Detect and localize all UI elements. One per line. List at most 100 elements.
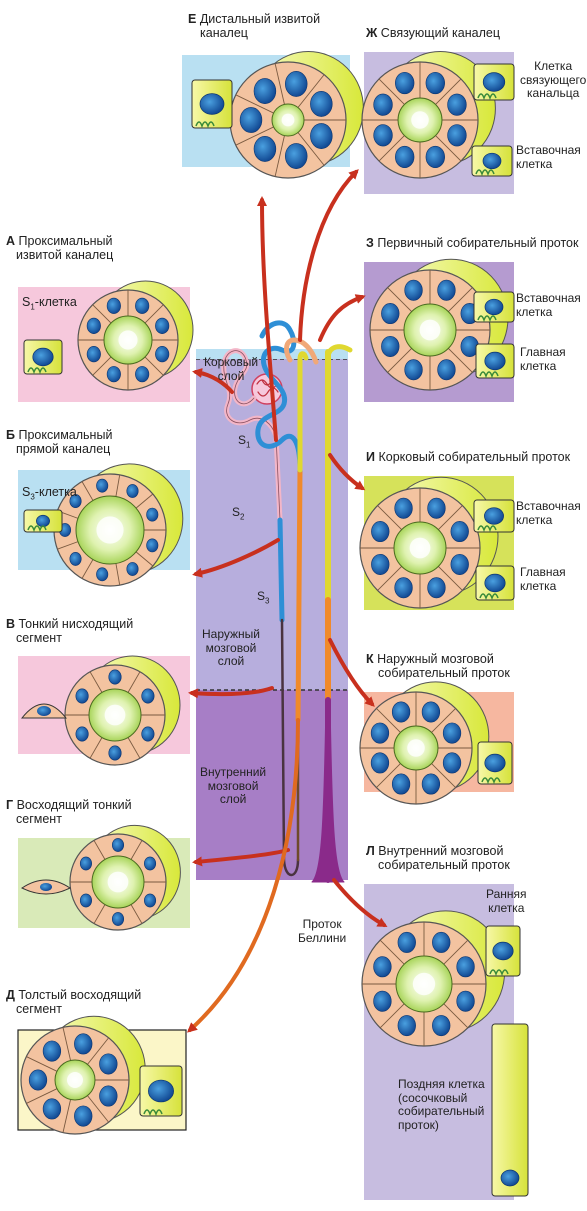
nucleus <box>43 1099 61 1119</box>
nucleus <box>485 754 505 772</box>
nucleus <box>76 727 88 741</box>
cell-zh-intercalated <box>472 146 512 176</box>
nucleus <box>148 1080 173 1102</box>
cell-z-principal <box>476 344 514 378</box>
panel-a-cell-label: S1-клетка <box>22 295 77 315</box>
nucleus <box>501 1170 519 1186</box>
panel-i-cell1-label: Вставочнаяклетка <box>516 500 581 527</box>
nucleus <box>374 957 392 977</box>
nucleus <box>398 1015 416 1035</box>
panel-b-cell-label: S3-клетка <box>22 485 77 505</box>
nucleus <box>109 670 121 684</box>
nucleus <box>438 280 456 300</box>
nucleus <box>155 318 169 334</box>
nucleus <box>371 554 389 574</box>
proximal-straight-tubule <box>280 520 282 620</box>
nucleus <box>135 298 149 314</box>
nucleus <box>99 1086 117 1106</box>
nucleus <box>254 78 276 103</box>
panel-zh-title: Ж Связующий каналец <box>366 26 500 40</box>
nucleus <box>109 746 121 760</box>
nucleus <box>381 303 399 323</box>
nucleus <box>457 991 475 1011</box>
nucleus <box>285 71 307 96</box>
nucleus <box>127 484 138 497</box>
nucleus <box>381 336 399 356</box>
nucleus <box>74 1034 92 1054</box>
nucleus <box>395 578 413 598</box>
nucleus <box>155 346 169 362</box>
nucleus <box>438 360 456 380</box>
nucleus <box>443 723 461 743</box>
nucleus <box>310 91 332 116</box>
segment-s3-label: S3 <box>257 590 269 608</box>
nucleus <box>74 1106 92 1126</box>
cell-z-intercalated <box>474 292 514 322</box>
panel-zh-cell1-label: Клеткасвязующегоканальца <box>520 60 586 101</box>
cell-b-s3 <box>24 510 62 532</box>
nucleus <box>254 136 276 161</box>
cell-zh-connecting <box>474 64 514 100</box>
segment-s2-label: S2 <box>232 506 244 524</box>
panel-l-title: Л Внутренний мозговойсобирательный прото… <box>366 844 510 872</box>
nucleus <box>144 894 155 907</box>
nucleus <box>37 706 51 716</box>
nucleus <box>70 552 81 565</box>
nucleus <box>135 366 149 382</box>
nucleus <box>448 125 467 147</box>
cell-l-early <box>486 926 520 976</box>
nucleus <box>112 912 123 925</box>
nucleus <box>451 554 469 574</box>
nucleus <box>147 539 158 552</box>
nucleus <box>485 574 505 592</box>
nucleus <box>451 521 469 541</box>
cell-l-late <box>492 1024 528 1196</box>
nucleus <box>457 957 475 977</box>
nucleus <box>142 727 154 741</box>
nucleus <box>426 146 445 168</box>
nucleus <box>36 515 49 526</box>
nucleus <box>310 123 332 148</box>
nucleus <box>147 508 158 521</box>
nucleus <box>428 578 446 598</box>
nucleus <box>371 521 389 541</box>
segment-s1-label: S1 <box>238 434 250 452</box>
nucleus <box>395 146 414 168</box>
nucleus <box>422 774 440 794</box>
nucleus <box>395 72 414 94</box>
arrow-to-zh <box>300 172 356 340</box>
nucleus <box>107 366 121 382</box>
nucleus <box>80 894 91 907</box>
nucleus <box>33 348 53 366</box>
nucleus <box>142 689 154 703</box>
cell-e <box>192 80 232 128</box>
nucleus <box>200 94 224 115</box>
nucleus <box>374 991 392 1011</box>
nucleus <box>374 125 393 147</box>
nucleus <box>422 702 440 722</box>
nucleus <box>80 857 91 870</box>
nucleus <box>40 883 52 891</box>
nucleus <box>87 318 101 334</box>
nucleus <box>483 153 501 169</box>
panel-v-title: В Тонкий нисходящийсегмент <box>6 617 133 645</box>
nucleus <box>371 723 389 743</box>
cell-i-intercalated <box>474 500 514 532</box>
panel-i-title: И Корковый собирательный проток <box>366 450 570 464</box>
nucleus <box>87 346 101 362</box>
nucleus <box>493 942 513 960</box>
nucleus <box>448 94 467 116</box>
nucleus <box>428 498 446 518</box>
nucleus <box>443 753 461 773</box>
nucleus <box>43 1041 61 1061</box>
nucleus <box>432 932 450 952</box>
nucleus <box>371 753 389 773</box>
cell-k <box>478 742 512 784</box>
nucleus <box>398 932 416 952</box>
